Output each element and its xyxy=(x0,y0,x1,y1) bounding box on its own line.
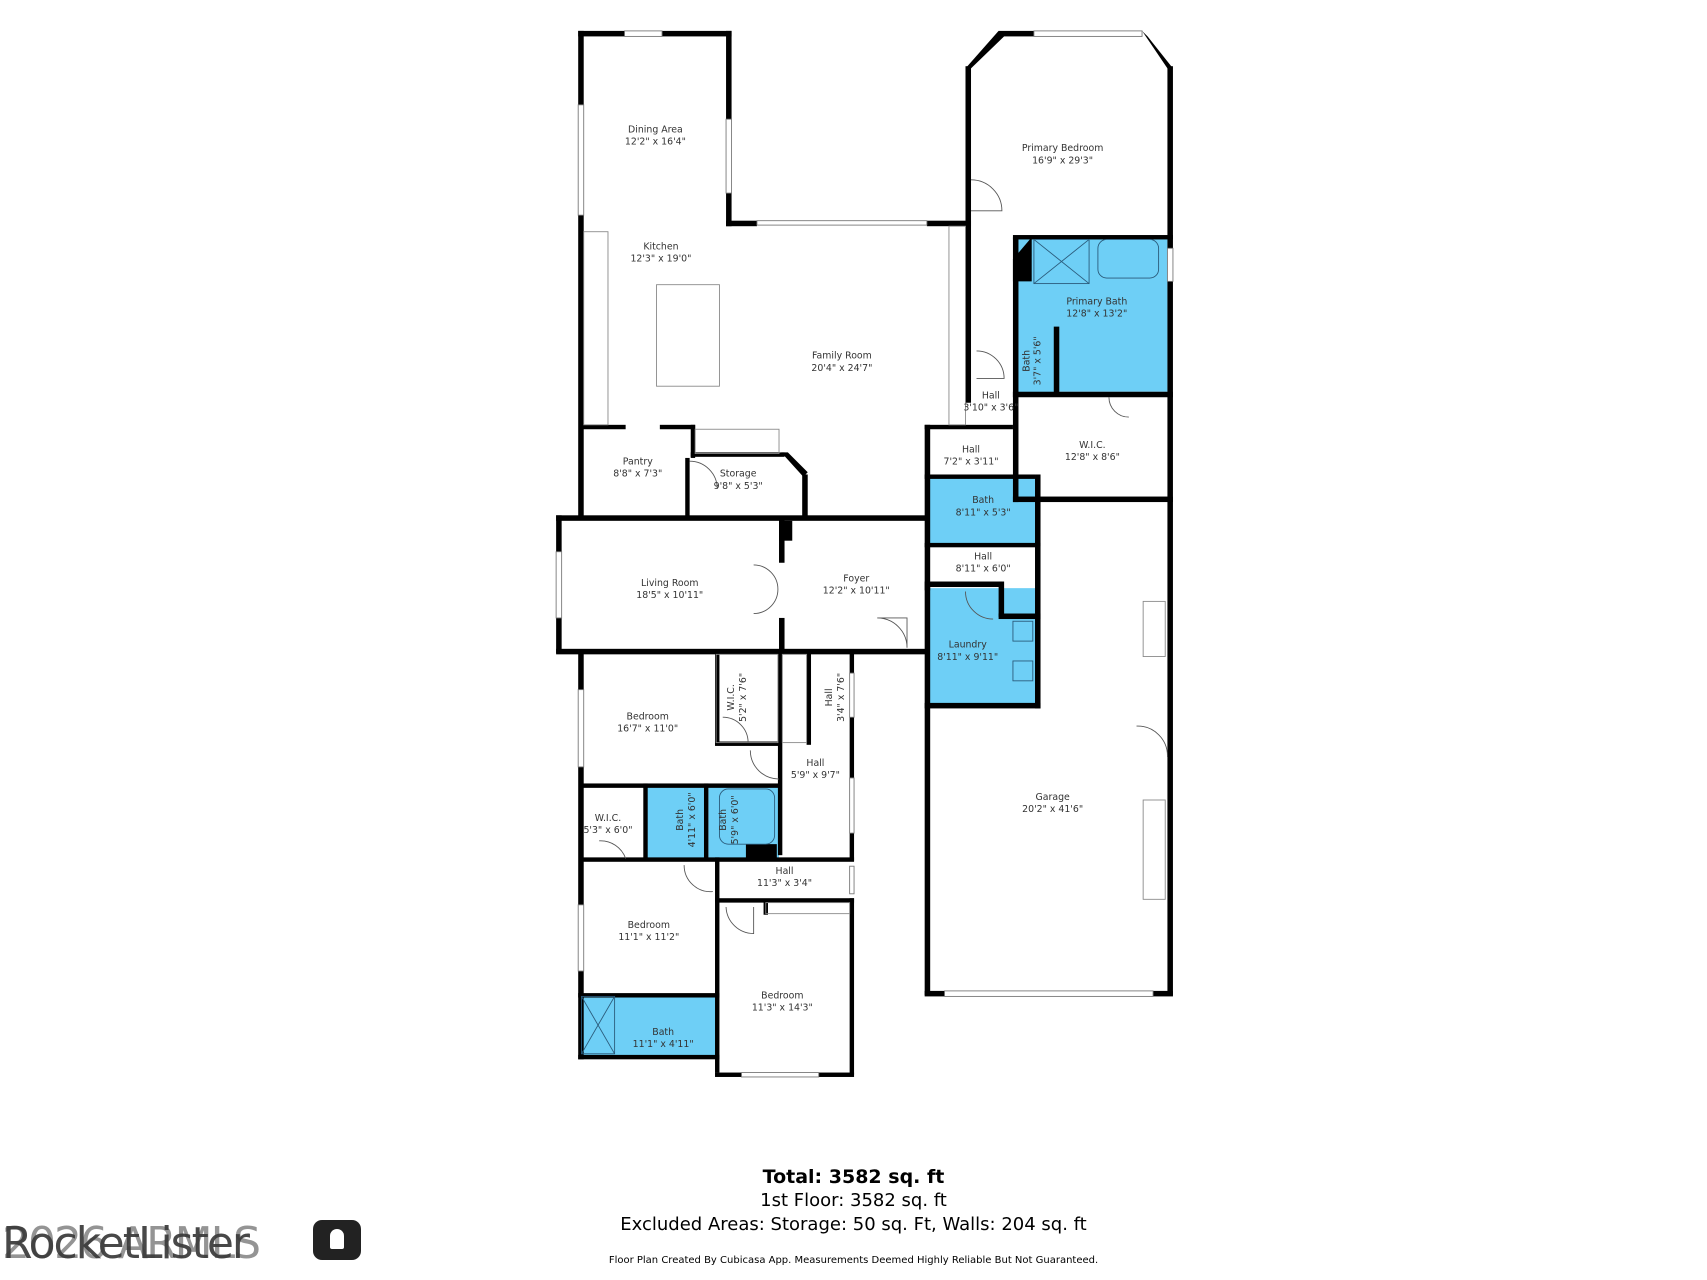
room-dims: 7'2" x 3'11" xyxy=(943,457,998,468)
bath-fill-bottom xyxy=(581,996,717,1056)
room-name: Primary Bath xyxy=(1066,297,1127,308)
room-name: Garage xyxy=(1036,792,1071,803)
room-name: Living Room xyxy=(641,578,698,589)
room-dims: 5'9" x 6'0" xyxy=(730,795,741,844)
room-name: Bath xyxy=(972,495,994,506)
room-dims: 12'8" x 8'6" xyxy=(1065,452,1120,463)
room-name: Foyer xyxy=(843,574,869,585)
room-labels: Dining Area 12'2" x 16'4" Kitchen 12'3" … xyxy=(583,124,1127,1050)
excluded-areas: Excluded Areas: Storage: 50 sq. Ft, Wall… xyxy=(620,1214,1087,1235)
room-dims: 3'7" x 5'6" xyxy=(1033,336,1044,385)
room-dims: 12'8" x 13'2" xyxy=(1066,309,1127,320)
room-dims: 9'8" x 5'3" xyxy=(714,481,763,492)
copyright-overlay: 2026 ARMLS xyxy=(2,1218,261,1269)
room-dims: 8'8" x 7'3" xyxy=(613,469,662,480)
room-dims: 5'3" x 6'0" xyxy=(583,825,632,836)
room-name: Bath xyxy=(675,809,686,831)
room-name: Primary Bedroom xyxy=(1022,143,1103,154)
bath-fill-small xyxy=(1016,326,1054,393)
room-name: Hall xyxy=(806,758,824,769)
laundry-fill xyxy=(926,588,1038,707)
fixtures xyxy=(581,179,1168,1055)
brand-watermark: RocketLister 2026 ARMLS xyxy=(2,1218,261,1269)
room-dims: 20'4" x 24'7" xyxy=(811,363,872,374)
room-name: Dining Area xyxy=(628,124,683,135)
room-dims: 8'11" x 6'0" xyxy=(956,564,1011,575)
room-dims: 8'11" x 9'11" xyxy=(937,652,998,663)
room-name: W.I.C. xyxy=(726,684,737,710)
room-dims: 3'4" x 7'6" xyxy=(836,673,847,722)
windows xyxy=(555,30,1174,1078)
room-name: Bedroom xyxy=(628,920,670,931)
room-name: Storage xyxy=(720,469,757,480)
bath-fill-b1 xyxy=(646,786,707,860)
rocket-logo-icon xyxy=(313,1220,361,1260)
room-dims: 4'11" x 6'0" xyxy=(687,792,698,847)
room-dims: 18'5" x 10'11" xyxy=(636,590,703,601)
room-dims: 12'2" x 16'4" xyxy=(625,137,686,148)
room-name: Hall xyxy=(824,688,835,706)
wet-room-fills xyxy=(581,237,1168,1056)
room-name: Kitchen xyxy=(643,241,678,252)
room-dims: 20'2" x 41'6" xyxy=(1022,804,1083,815)
total-area: Total: 3582 sq. ft xyxy=(762,1166,945,1188)
room-dims: 11'3" x 3'4" xyxy=(757,878,812,889)
room-dims: 16'9" x 29'3" xyxy=(1032,155,1093,166)
room-name: Hall xyxy=(776,866,794,877)
room-name: Bath xyxy=(652,1027,674,1038)
room-name: Hall xyxy=(962,444,980,455)
room-dims: 5'9" x 9'7" xyxy=(791,770,840,781)
room-name: Bath xyxy=(718,809,729,831)
room-dims: 12'3" x 19'0" xyxy=(630,254,691,265)
room-name: Laundry xyxy=(949,640,988,651)
room-dims: 3'10" x 3'6" xyxy=(963,402,1018,413)
room-name: Family Room xyxy=(812,351,872,362)
room-name: Hall xyxy=(982,390,1000,401)
floor-area: 1st Floor: 3582 sq. ft xyxy=(760,1190,947,1211)
room-name: W.I.C. xyxy=(595,813,621,824)
room-dims: 11'1" x 4'11" xyxy=(633,1039,694,1050)
room-dims: 8'11" x 5'3" xyxy=(956,507,1011,518)
brand-name: RocketLister xyxy=(2,1218,250,1269)
room-name: W.I.C. xyxy=(1079,440,1105,451)
disclaimer-note: Floor Plan Created By Cubicasa App. Meas… xyxy=(608,1255,1099,1266)
room-dims: 12'2" x 10'11" xyxy=(823,586,890,597)
room-name: Bath xyxy=(1021,350,1032,372)
room-name: Bedroom xyxy=(761,991,803,1002)
bath-fill-hall xyxy=(926,477,1038,544)
room-name: Pantry xyxy=(623,457,653,468)
room-name: Bedroom xyxy=(627,711,669,722)
room-dims: 11'1" x 11'2" xyxy=(618,932,679,943)
room-dims: 11'3" x 14'3" xyxy=(752,1003,813,1014)
room-dims: 16'7" x 11'0" xyxy=(617,724,678,735)
room-name: Hall xyxy=(974,551,992,562)
room-dims: 5'2" x 7'6" xyxy=(738,673,749,722)
